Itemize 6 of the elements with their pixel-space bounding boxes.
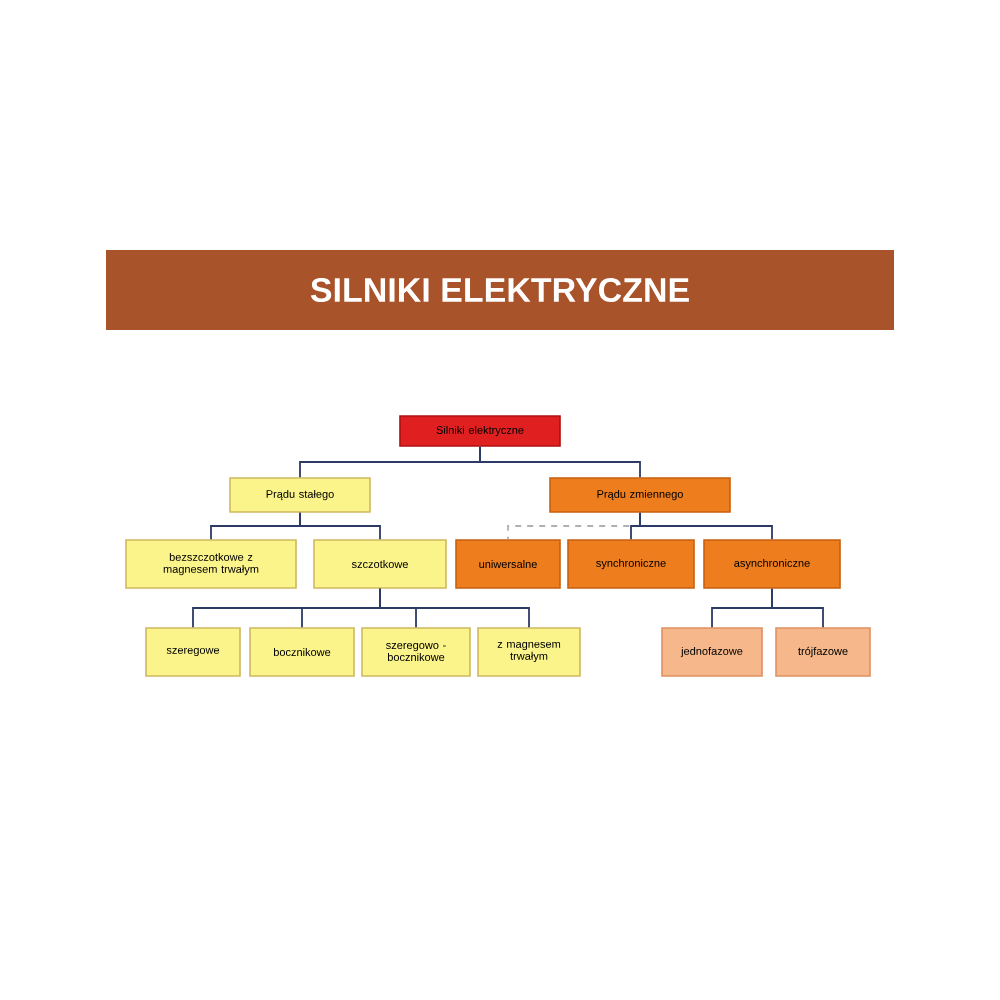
connector <box>479 445 641 479</box>
connector <box>771 587 824 629</box>
title-banner: SILNIKI ELEKTRYCZNE <box>106 250 894 330</box>
connector <box>639 511 773 541</box>
connector <box>299 511 381 541</box>
connector <box>379 587 530 629</box>
